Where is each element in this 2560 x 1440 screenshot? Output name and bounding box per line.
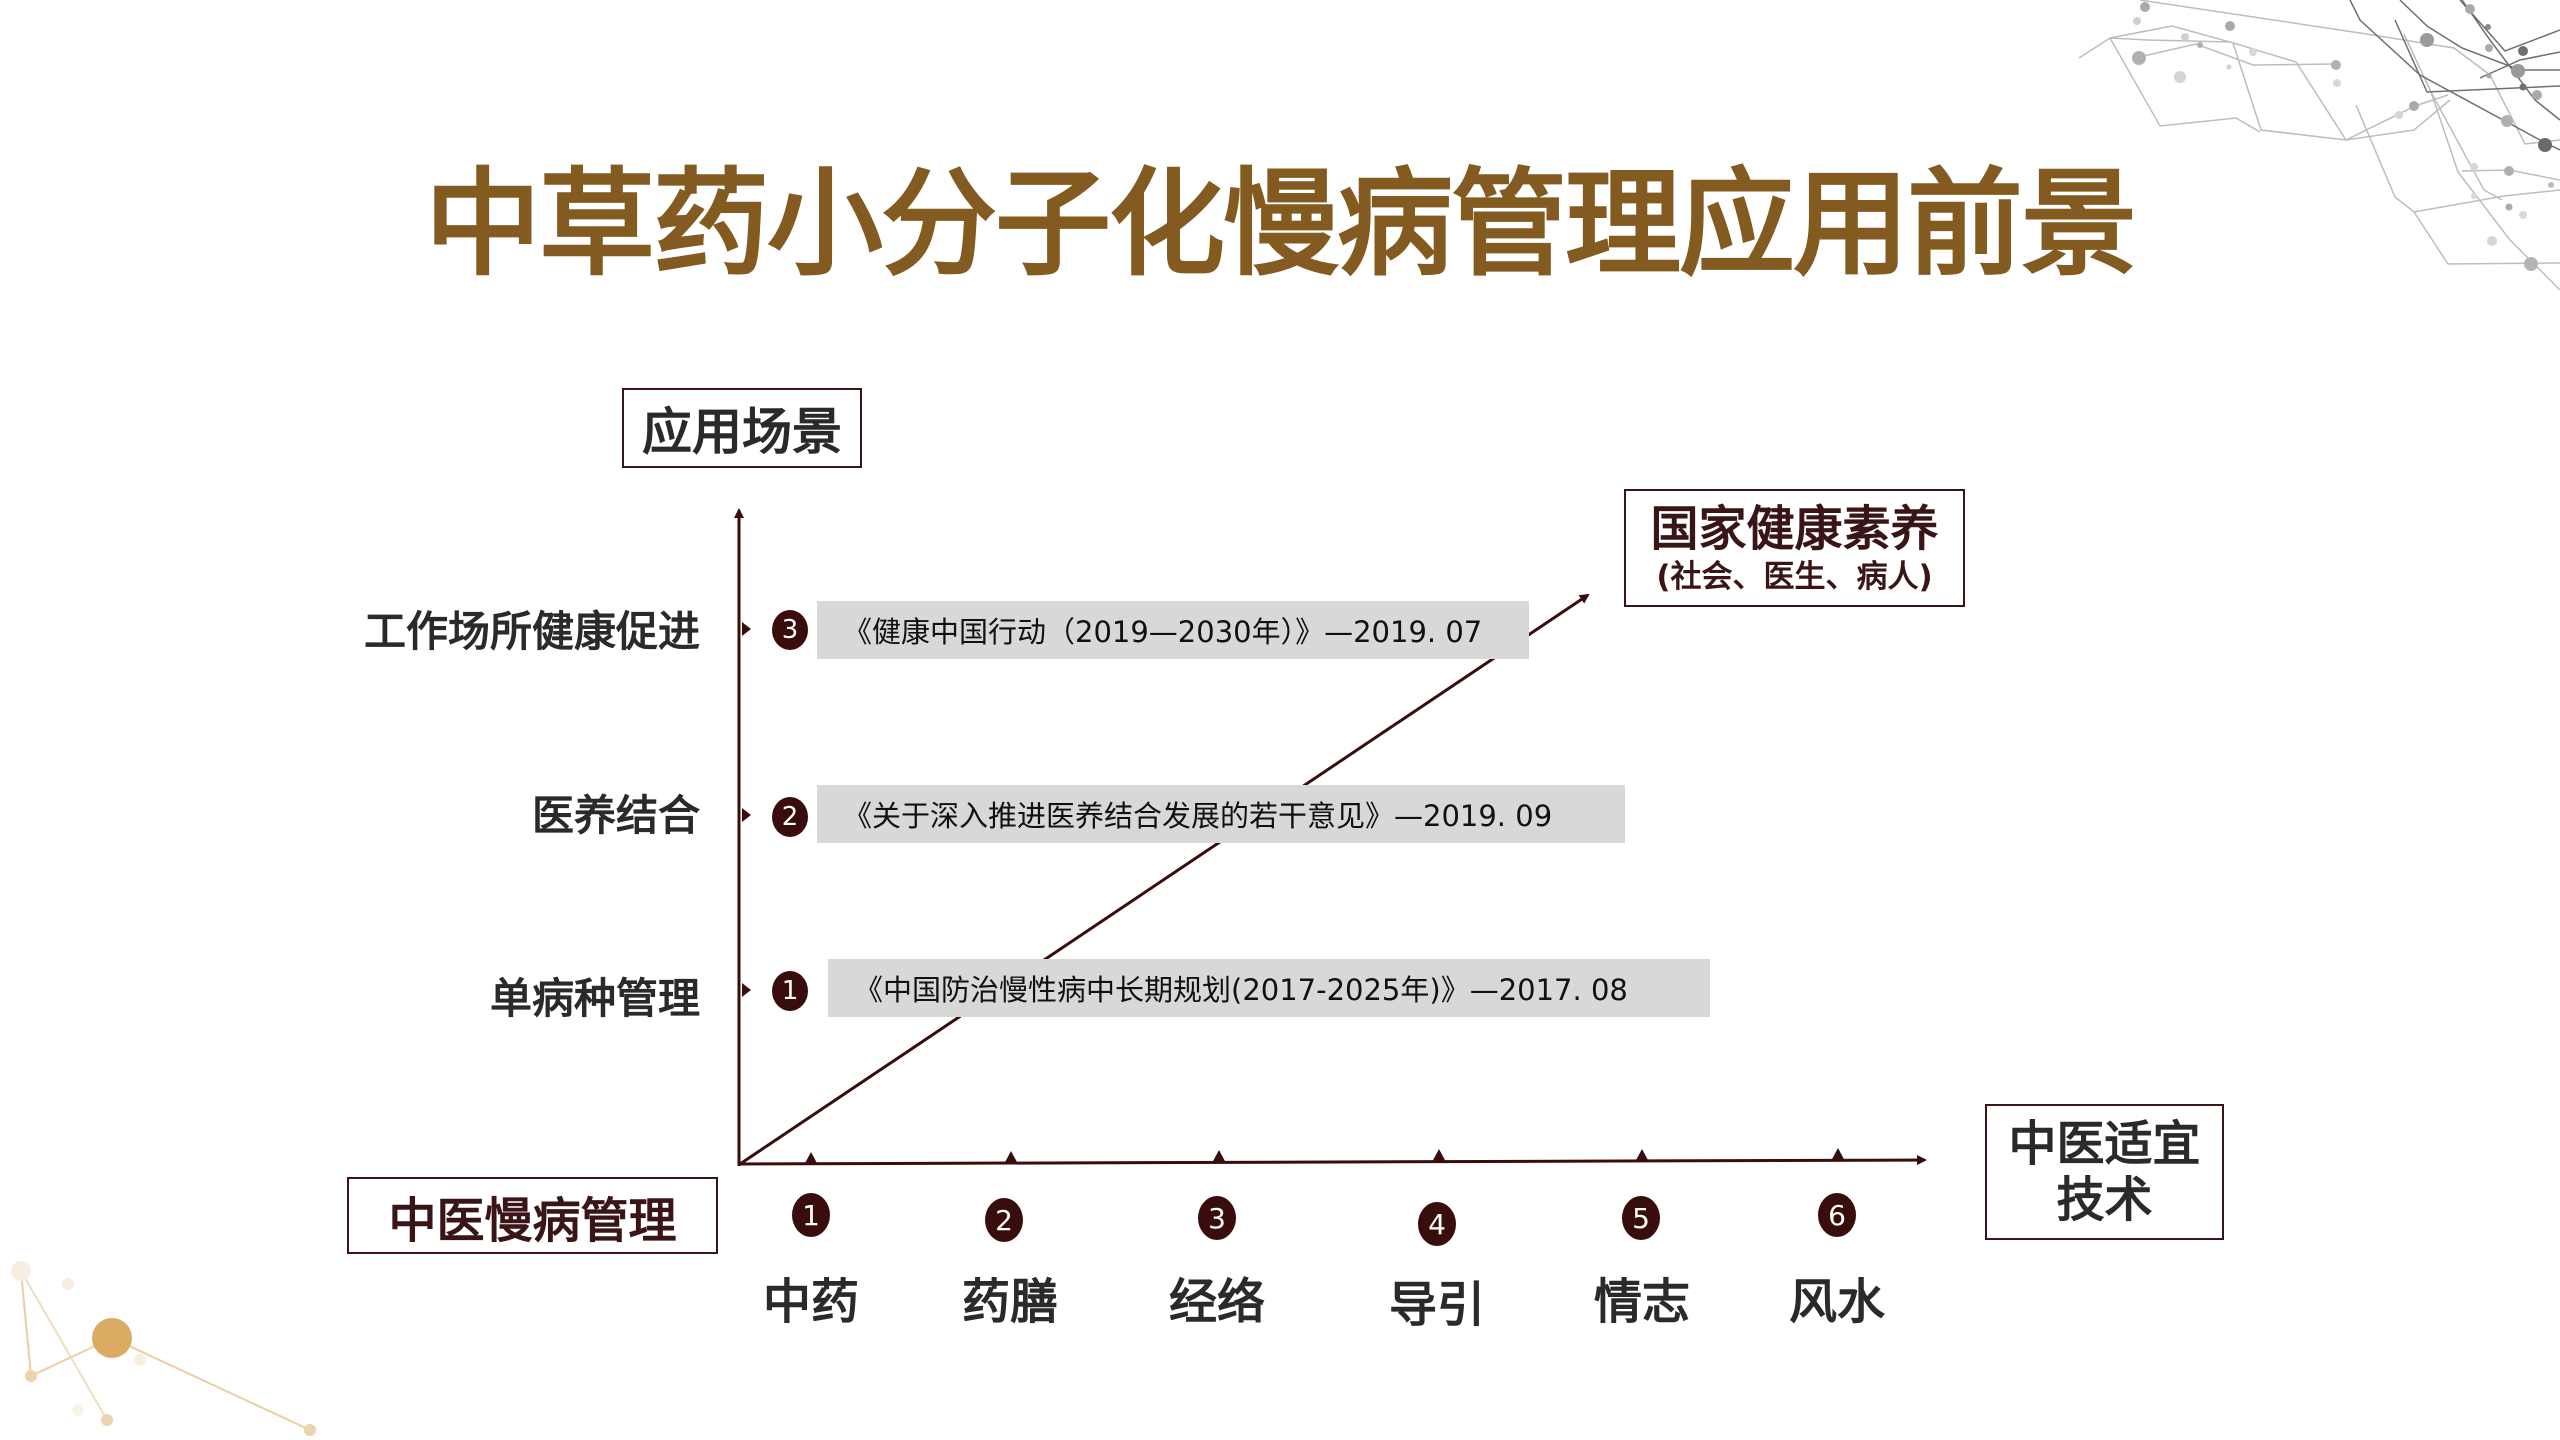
policy-text: 《中国防治慢性病中长期规划(2017-2025年)》—2017. 08 [854,973,1628,1007]
technique-number-badge: 5 [1622,1196,1660,1240]
scenario-label-elderly-care: 医养结合 [531,791,700,840]
y-axis-markers [742,622,751,997]
network-decoration-dark-lines [2349,0,2560,151]
x-axis-label-line2: 技术 [2056,1172,2153,1228]
scenario-label-single-disease: 单病种管理 [489,974,700,1023]
goal-box: 国家健康素养 (社会、医生、病人) [1624,489,1965,607]
technique-label-medicinal-diet: 药膳 [961,1274,1058,1330]
chart-axes [734,508,1927,1166]
origin-label-box: 中医慢病管理 [347,1177,718,1254]
scenario-number-badge: 1 [772,971,808,1011]
y-axis-label: 应用场景 [642,403,842,461]
x-axis-label-box: 中医适宜 技术 [1985,1104,2224,1240]
policy-text: 《健康中国行动（2019—2030年）》—2019. 07 [843,615,1483,649]
x-axis-line [738,1155,1927,1166]
x-axis-markers [804,1148,1845,1165]
origin-label: 中医慢病管理 [388,1192,677,1249]
policy-box-chronic-disease-plan: 《中国防治慢性病中长期规划(2017-2025年)》—2017. 08 [828,959,1710,1017]
technique-number-badge: 3 [1198,1196,1236,1240]
goal-subtitle: (社会、医生、病人) [1656,559,1933,595]
technique-number-badge: 6 [1818,1193,1856,1237]
technique-label-fengshui: 风水 [1788,1274,1885,1330]
technique-number-badge: 2 [985,1198,1023,1242]
scenario-label-workplace: 工作场所健康促进 [363,607,700,656]
policy-box-medical-elderly-care: 《关于深入推进医养结合发展的若干意见》—2019. 09 [817,785,1625,843]
network-decoration-dots [2132,2,2554,271]
x-axis-label-line1: 中医适宜 [2008,1116,2201,1172]
technique-label-herbal-medicine: 中药 [762,1274,859,1330]
slide-title: 中草药小分子化慢病管理应用前景 [425,157,2137,292]
scenario-number-badge: 3 [772,610,808,650]
technique-label-emotions: 情志 [1593,1274,1690,1330]
network-decoration-bottom-left [11,1261,316,1436]
technique-label-meridians: 经络 [1168,1274,1265,1330]
technique-label-daoyin: 导引 [1388,1277,1485,1333]
y-axis-label-box: 应用场景 [622,388,862,468]
trend-arrow-line [739,593,1590,1166]
policy-text: 《关于深入推进医养结合发展的若干意见》—2019. 09 [843,799,1553,833]
technique-number-badge: 4 [1418,1202,1456,1246]
scenario-number-badge: 2 [772,797,808,837]
policy-box-healthy-china: 《健康中国行动（2019—2030年）》—2019. 07 [817,601,1529,659]
goal-title: 国家健康素养 [1650,501,1939,557]
technique-number-badge: 1 [792,1193,830,1237]
